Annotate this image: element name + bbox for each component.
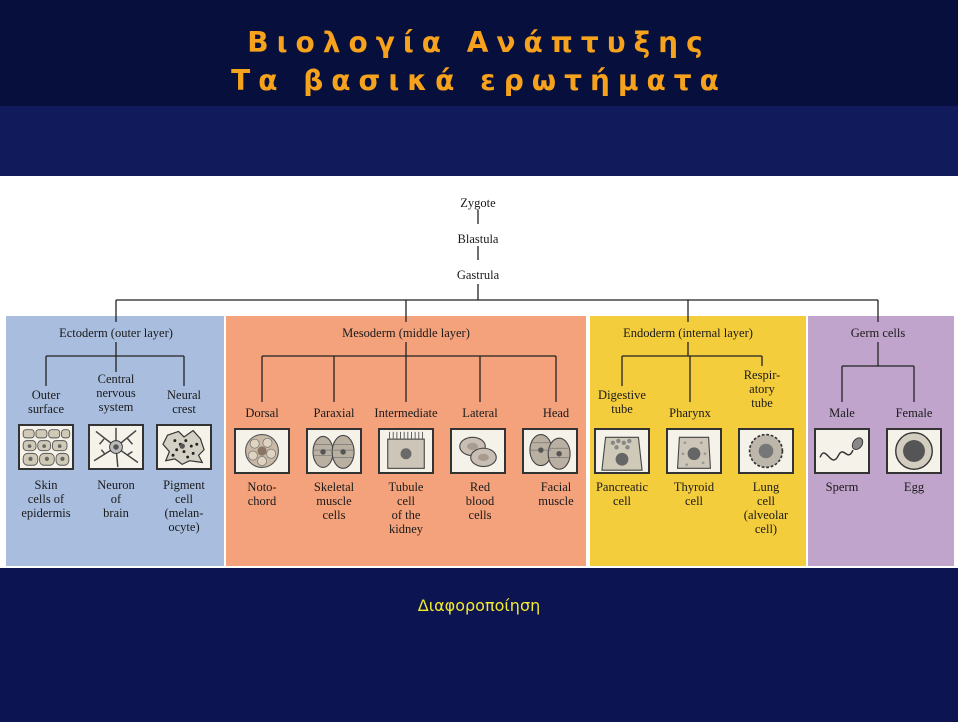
endoderm-label: Endoderm (internal layer)	[623, 326, 753, 340]
kidney-tubule-icon	[378, 428, 434, 474]
egg-icon	[886, 428, 942, 474]
branch-label: Female	[896, 406, 933, 420]
skeletal-muscle-icon	[306, 428, 362, 474]
cell-label: Sperm	[826, 480, 859, 494]
zygote-label: Zygote	[460, 196, 495, 210]
title-band: Βιολογία Ανάπτυξης Τα βασικά ερωτήματα	[0, 0, 958, 106]
slide-title: Βιολογία Ανάπτυξης	[0, 26, 958, 59]
branch-label: Pharynx	[669, 406, 711, 420]
pancreatic-cell-icon	[594, 428, 650, 474]
cell-label: Noto-chord	[247, 480, 276, 508]
branch-label: Intermediate	[374, 406, 437, 420]
pigment-cell-icon	[156, 424, 212, 470]
branch-label: Lateral	[462, 406, 497, 420]
facial-muscle-icon	[522, 428, 578, 474]
thyroid-cell-icon	[666, 428, 722, 474]
branch-label: Paraxial	[314, 406, 355, 420]
cell-label: Egg	[904, 480, 924, 494]
red-blood-cells-icon	[450, 428, 506, 474]
gastrula-label: Gastrula	[457, 268, 499, 282]
header-band	[0, 106, 958, 176]
germ-cells-label: Germ cells	[851, 326, 906, 340]
branch-label: Head	[543, 406, 569, 420]
sperm-icon	[814, 428, 870, 474]
notochord-icon	[234, 428, 290, 474]
mesoderm-label: Mesoderm (middle layer)	[342, 326, 470, 340]
neuron-icon	[88, 424, 144, 470]
skin-cells-icon	[18, 424, 74, 470]
differentiation-diagram: Zygote Blastula Gastrula Ectoderm (outer…	[0, 176, 958, 568]
lung-cell-icon	[738, 428, 794, 474]
blastula-label: Blastula	[458, 232, 499, 246]
slide-caption: Διαφοροποίηση	[0, 596, 958, 615]
branch-label: Dorsal	[245, 406, 278, 420]
ectoderm-label: Ectoderm (outer layer)	[59, 326, 173, 340]
slide-subtitle: Τα βασικά ερωτήματα	[0, 64, 958, 97]
branch-label: Male	[829, 406, 855, 420]
